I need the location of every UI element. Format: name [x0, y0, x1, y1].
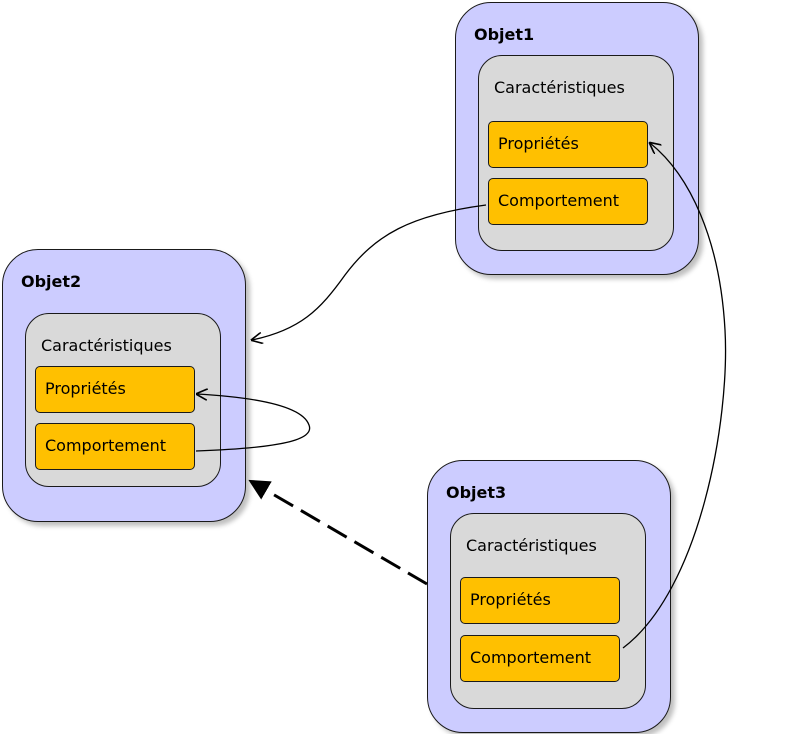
object-title: Objet3	[446, 483, 507, 502]
behavior-box: Comportement	[460, 635, 620, 682]
properties-box: Propriétés	[35, 366, 195, 413]
behavior-box: Comportement	[35, 423, 195, 470]
characteristics-label: Caractéristiques	[466, 536, 597, 555]
link-objet1-behavior-to-objet2	[252, 204, 487, 340]
characteristics-label: Caractéristiques	[494, 78, 625, 97]
object-box-objet1: Objet1 Caractéristiques Propriétés Compo…	[455, 2, 699, 275]
link-objet3-to-objet2-dashed	[248, 479, 428, 586]
object-title: Objet2	[21, 272, 82, 291]
object-box-objet3: Objet3 Caractéristiques Propriétés Compo…	[427, 460, 671, 733]
behavior-box: Comportement	[488, 178, 648, 225]
properties-box: Propriétés	[488, 121, 648, 168]
object-title: Objet1	[474, 25, 535, 44]
characteristics-label: Caractéristiques	[41, 336, 172, 355]
properties-box: Propriétés	[460, 577, 620, 624]
characteristics-box: Caractéristiques Propriétés Comportement	[450, 513, 646, 709]
object-box-objet2: Objet2 Caractéristiques Propriétés Compo…	[2, 249, 246, 522]
characteristics-box: Caractéristiques Propriétés Comportement	[478, 55, 674, 251]
characteristics-box: Caractéristiques Propriétés Comportement	[25, 313, 221, 487]
